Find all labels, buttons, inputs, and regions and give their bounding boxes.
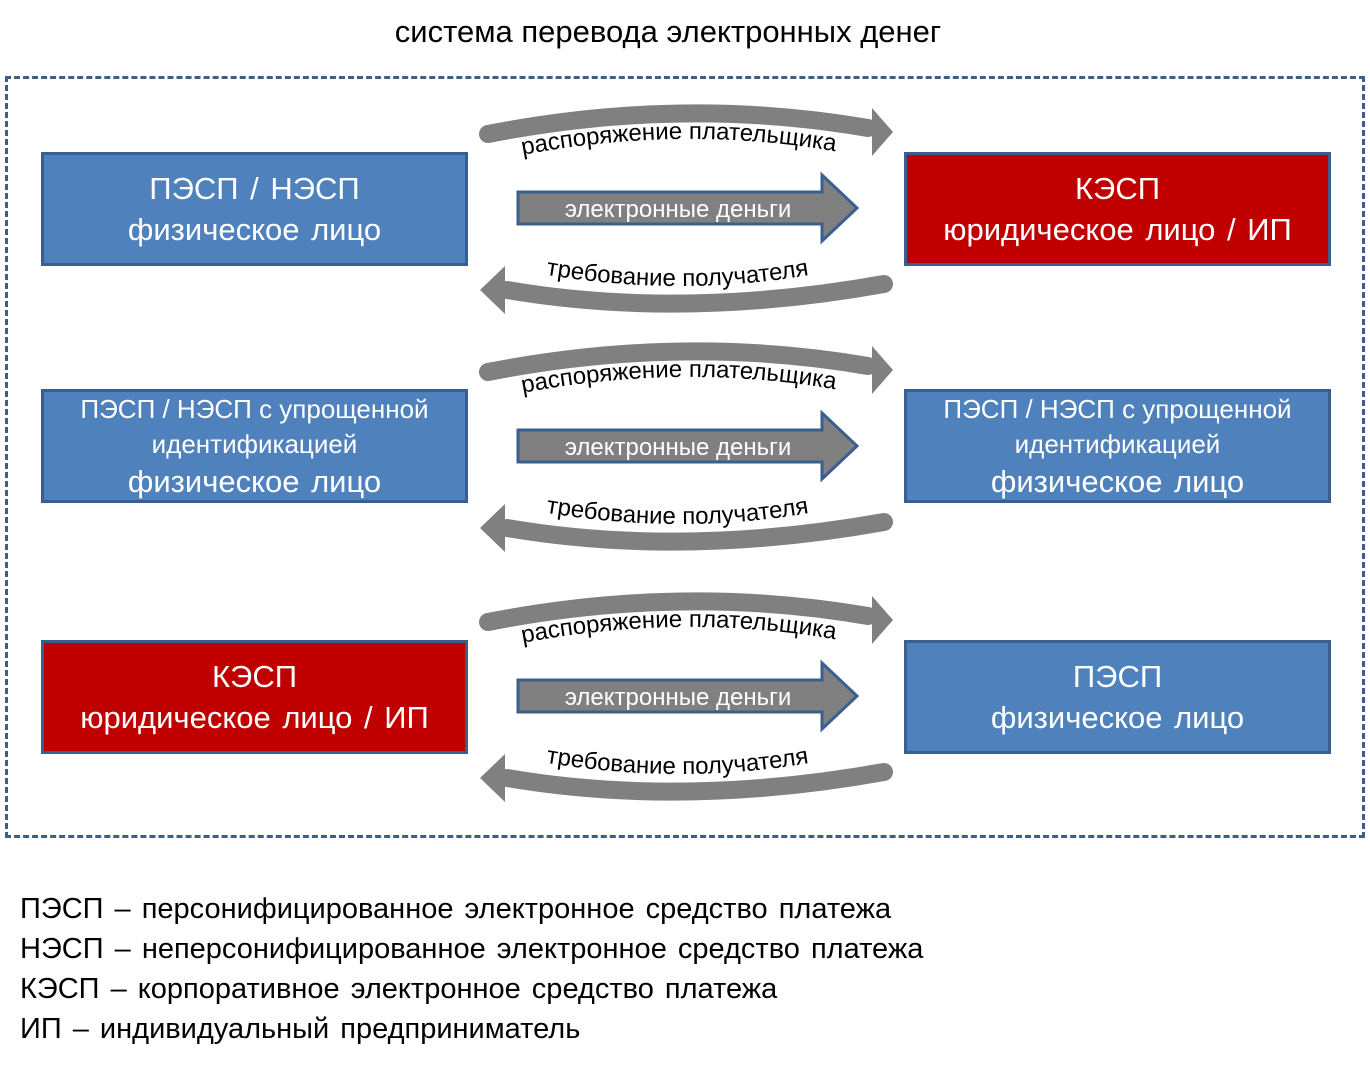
row2-receiver-claim-arrow xyxy=(498,513,893,551)
row2-left-line3: физическое лицо xyxy=(127,463,382,499)
row2-right-box: ПЭСП / НЭСП с упрощенной идентификацией … xyxy=(904,389,1331,503)
row1-middle-arrow-group: электронные деньги xyxy=(516,171,860,245)
row1-receiver-claim-label: требование получателя xyxy=(545,254,810,292)
row3-money-arrow xyxy=(516,659,860,733)
row3-receiver-claim-arrow xyxy=(498,763,893,801)
legend-item-kesp: КЭСП – корпоративное электронное средств… xyxy=(20,973,778,1005)
row2-receiver-claim-label: требование получателя xyxy=(545,492,810,530)
row1-bottom-arrow-group: требование получателя xyxy=(480,254,893,314)
row3-receiver-claim-arrowhead xyxy=(480,754,505,802)
row2-right-line3: физическое лицо xyxy=(990,463,1245,499)
row1-left-line2: физическое лицо xyxy=(127,212,382,247)
legend: ПЭСП – персонифицированное электронное с… xyxy=(20,889,923,1049)
row3-payer-order-arrow xyxy=(479,592,877,631)
row2-middle-arrow-group: электронные деньги xyxy=(516,409,860,483)
row1-receiver-claim-arrowhead xyxy=(480,266,505,314)
row1-right-line1: КЭСП xyxy=(1074,171,1160,206)
legend-item-ip: ИП – индивидуальный предприниматель xyxy=(20,1013,581,1045)
row2-left-box: ПЭСП / НЭСП с упрощенной идентификацией … xyxy=(41,389,468,503)
row2-money-arrow xyxy=(516,409,860,483)
row1-right-line2: юридическое лицо / ИП xyxy=(943,212,1292,247)
row2-receiver-claim-arrowhead xyxy=(480,504,505,552)
row2-money-label: электронные деньги xyxy=(565,434,792,461)
row3-right-box: ПЭСП физическое лицо xyxy=(904,640,1331,754)
row3-left-line1: КЭСП xyxy=(211,659,297,694)
row3-receiver-claim-label: требование получателя xyxy=(545,742,810,780)
row2-right-line1: ПЭСП / НЭСП с упрощенной xyxy=(943,393,1292,424)
row1-money-arrow xyxy=(516,171,860,245)
row1-left-line1: ПЭСП / НЭСП xyxy=(149,171,360,206)
system-boundary xyxy=(5,76,1365,838)
legend-item-nesp: НЭСП – неперсонифицированное электронное… xyxy=(20,933,924,965)
row3-left-box: КЭСП юридическое лицо / ИП xyxy=(41,640,468,754)
row3-payer-order-arrowhead xyxy=(872,596,893,644)
row1-payer-order-arrow xyxy=(479,104,877,143)
row2-top-arrow-group: распоряжение плательщика xyxy=(479,342,893,399)
row1-receiver-claim-arrow xyxy=(498,275,893,313)
row2-left-line1: ПЭСП / НЭСП с упрощенной xyxy=(80,393,429,424)
row2-bottom-arrow-group: требование получателя xyxy=(480,492,893,552)
row1-left-box: ПЭСП / НЭСП физическое лицо xyxy=(41,152,468,266)
row1-right-box: КЭСП юридическое лицо / ИП xyxy=(904,152,1331,266)
row3-right-line2: физическое лицо xyxy=(990,700,1245,735)
row3-top-arrow-group: распоряжение плательщика xyxy=(479,592,893,649)
row3-middle-arrow-group: электронные деньги xyxy=(516,659,860,733)
row2-right-line2: идентификацией xyxy=(1014,428,1221,459)
row3-bottom-arrow-group: требование получателя xyxy=(480,742,893,802)
row1-money-label: электронные деньги xyxy=(565,196,792,223)
row2-payer-order-arrow xyxy=(479,342,877,381)
row1-top-arrow-group: распоряжение плательщика xyxy=(479,104,893,161)
row2-payer-order-arrowhead xyxy=(872,346,893,394)
row3-money-label: электронные деньги xyxy=(565,684,792,711)
row1-payer-order-arrowhead xyxy=(872,108,893,156)
diagram-title: система перевода электронных денег xyxy=(394,14,942,49)
legend-item-pesp: ПЭСП – персонифицированное электронное с… xyxy=(20,893,892,925)
row3-left-line2: юридическое лицо / ИП xyxy=(80,700,429,735)
row2-left-line2: идентификацией xyxy=(151,428,358,459)
row3-right-line1: ПЭСП xyxy=(1072,659,1163,694)
